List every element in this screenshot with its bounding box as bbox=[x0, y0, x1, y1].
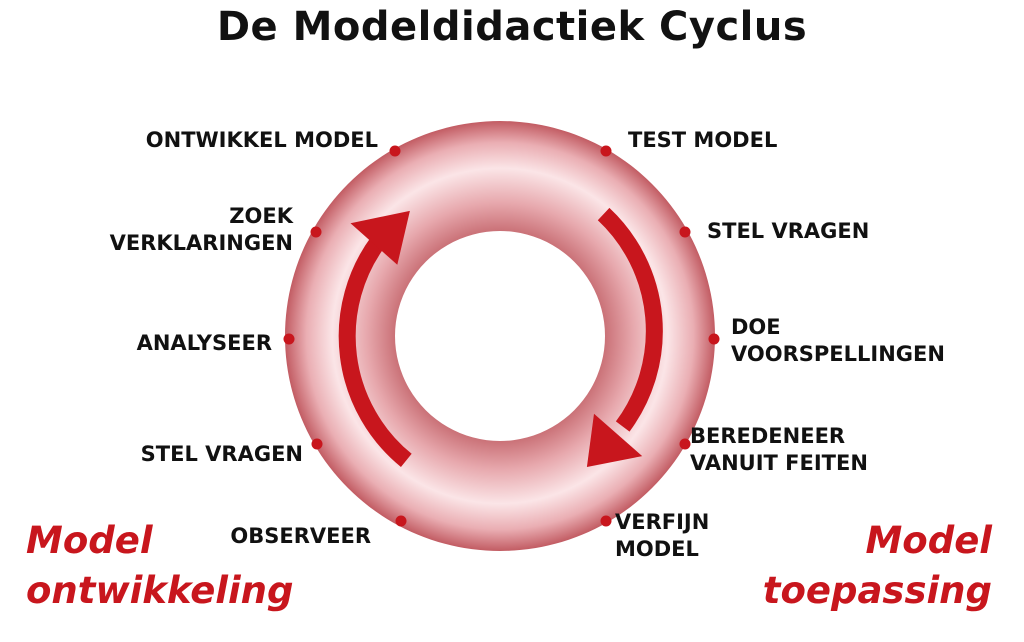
step-reason-from-facts: BEREDENEER VANUIT FEITEN bbox=[690, 424, 868, 475]
left-cycle-arrowhead bbox=[350, 210, 410, 265]
step-ask-questions-right: STEL VRAGEN bbox=[707, 219, 870, 243]
step-test-model: TEST MODEL bbox=[628, 128, 778, 152]
step-refine-model: VERFIJN MODEL bbox=[615, 510, 710, 561]
dot-observe bbox=[395, 515, 407, 527]
dot-reason-from-facts bbox=[679, 438, 691, 450]
step-develop-model: ONTWIKKEL MODEL bbox=[145, 128, 378, 152]
dot-ask-questions-left bbox=[311, 438, 323, 450]
step-observe: OBSERVEER bbox=[230, 524, 371, 548]
step-seek-explanations: ZOEK VERKLARINGEN bbox=[109, 204, 293, 255]
right-cycle-arrow bbox=[597, 207, 663, 432]
right-cycle-arrowhead bbox=[586, 413, 643, 467]
dot-develop-model bbox=[389, 145, 401, 157]
dot-seek-explanations bbox=[310, 226, 322, 238]
phase-model-application: Model toepassing bbox=[762, 519, 992, 612]
step-analyse: ANALYSEER bbox=[136, 331, 272, 355]
phase-model-development: Model ontwikkeling bbox=[26, 519, 294, 612]
dot-refine-model bbox=[600, 515, 612, 527]
page-title: De Modeldidactiek Cyclus bbox=[216, 4, 808, 50]
step-ask-questions-left: STEL VRAGEN bbox=[140, 442, 303, 466]
step-make-predictions: DOE VOORSPELLINGEN bbox=[731, 315, 945, 366]
left-cycle-arrow bbox=[338, 235, 412, 467]
dot-make-predictions bbox=[708, 333, 720, 345]
dot-analyse bbox=[283, 333, 295, 345]
dot-ask-questions-right bbox=[679, 226, 691, 238]
dot-test-model bbox=[600, 145, 612, 157]
